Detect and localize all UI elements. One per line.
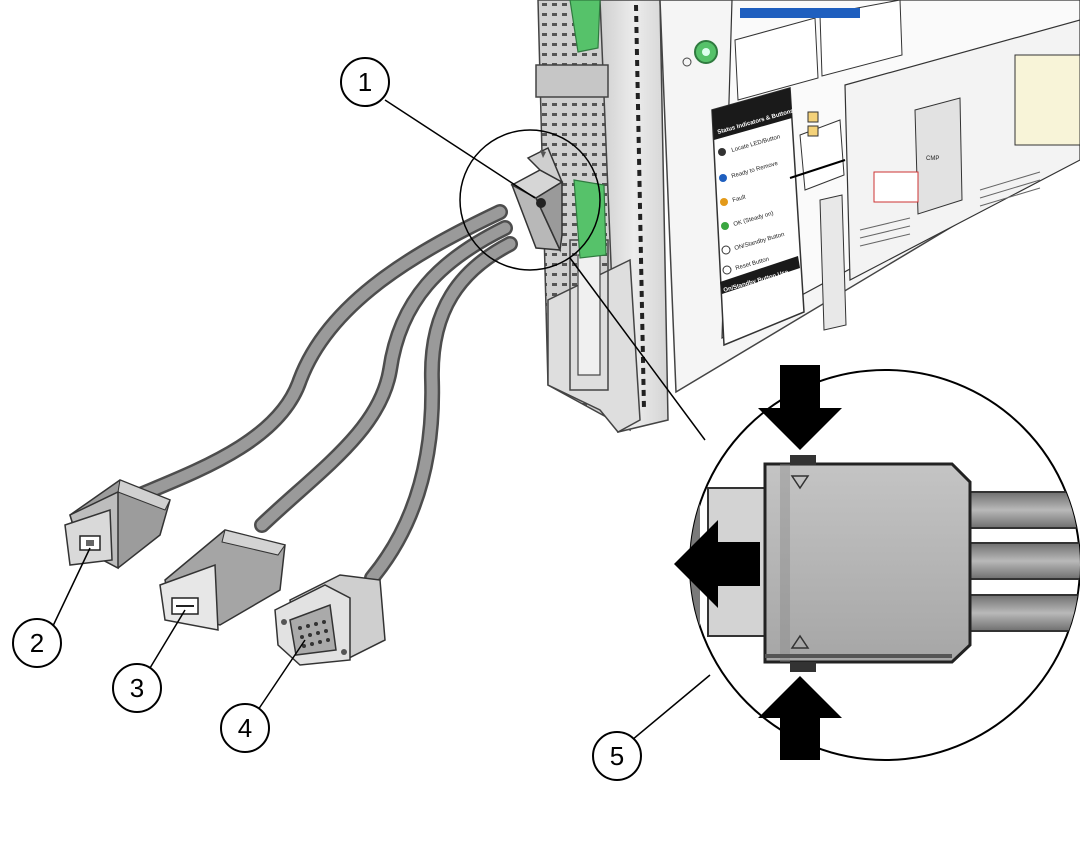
callout-5-label: 5 xyxy=(610,741,624,771)
callout-1: 1 xyxy=(340,57,390,107)
callouts: 1 2 3 4 5 xyxy=(12,57,642,781)
callout-3: 3 xyxy=(112,663,162,713)
callout-2-label: 2 xyxy=(30,628,44,658)
rj45-connector xyxy=(64,479,171,570)
detail-leader-line xyxy=(569,257,706,441)
callout-5: 5 xyxy=(592,731,642,781)
upper-green-latch xyxy=(569,0,601,53)
pull-left-arrow-icon xyxy=(674,520,760,608)
callout-3-label: 3 xyxy=(130,673,144,703)
callout-1-label: 1 xyxy=(358,67,372,97)
callout-2: 2 xyxy=(12,618,62,668)
status-item-3: Fault xyxy=(732,194,747,204)
callout-4: 4 xyxy=(220,703,270,753)
detail-marker-circle xyxy=(459,129,601,271)
cmp-label: CMP xyxy=(926,156,939,162)
dongle-cables xyxy=(64,146,564,666)
usb-connector xyxy=(159,529,286,631)
press-up-arrow-icon xyxy=(758,676,842,760)
vga-connector xyxy=(274,574,386,666)
zoom-detail xyxy=(674,365,1080,761)
lower-green-latch xyxy=(573,179,607,259)
press-down-arrow-icon xyxy=(758,365,842,450)
dongle-connector xyxy=(510,146,564,253)
callout-4-label: 4 xyxy=(238,713,252,743)
service-label: Status Indicators & Buttons Locate LED/B… xyxy=(711,0,1080,347)
callout-leaders xyxy=(51,99,711,741)
